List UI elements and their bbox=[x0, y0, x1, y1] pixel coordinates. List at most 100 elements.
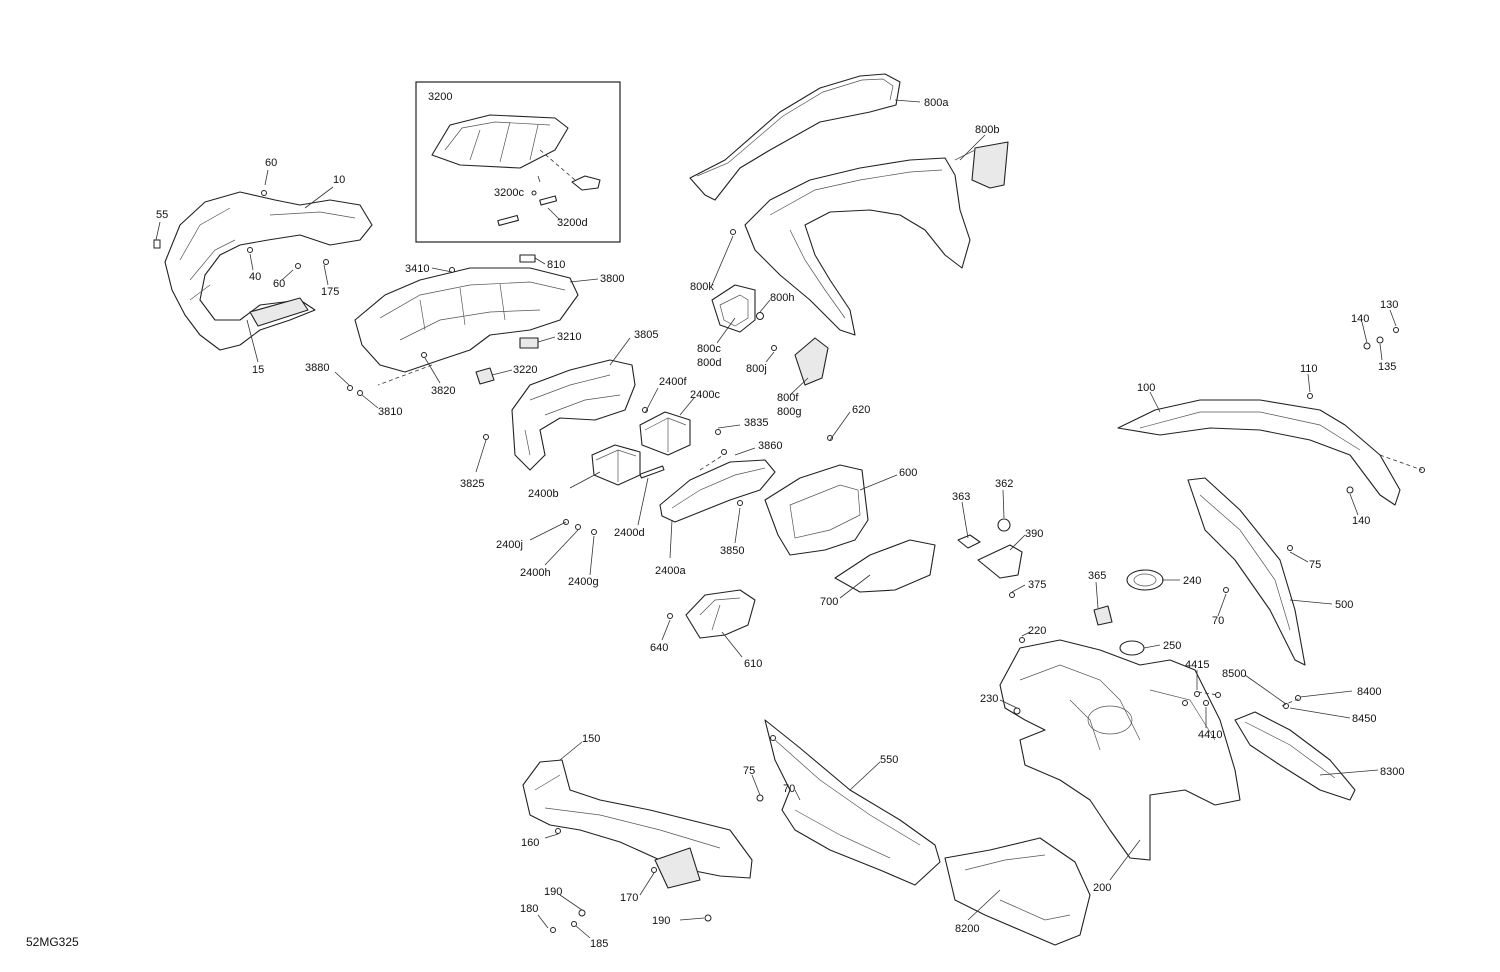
callout-2400f: 2400f bbox=[659, 376, 687, 388]
callout-800f: 800f bbox=[777, 392, 799, 404]
callout-3220: 3220 bbox=[513, 364, 537, 376]
callout-700: 700 bbox=[820, 596, 838, 608]
part-610-mount bbox=[685, 589, 756, 639]
callout-800c: 800c bbox=[697, 343, 721, 355]
callout-190-upper: 190 bbox=[544, 886, 562, 898]
callout-3820: 3820 bbox=[431, 385, 455, 397]
callout-3825: 3825 bbox=[460, 478, 484, 490]
callout-40: 40 bbox=[249, 271, 261, 283]
part-2400a-bracket bbox=[659, 459, 776, 523]
part-10-side-panel bbox=[153, 191, 373, 351]
part-365-button bbox=[1093, 605, 1113, 626]
callout-240: 240 bbox=[1183, 575, 1201, 587]
callout-3200d: 3200d bbox=[557, 217, 588, 229]
callout-3835: 3835 bbox=[744, 417, 768, 429]
callout-100: 100 bbox=[1137, 382, 1155, 394]
part-800a-windshield bbox=[689, 73, 901, 201]
callout-810: 810 bbox=[547, 259, 565, 271]
callout-2400h: 2400h bbox=[520, 567, 551, 579]
part-700-lower-cover bbox=[834, 539, 936, 593]
callout-230: 230 bbox=[980, 693, 998, 705]
callout-70-right: 70 bbox=[1212, 615, 1224, 627]
callout-110: 110 bbox=[1300, 363, 1318, 375]
callout-15: 15 bbox=[252, 364, 264, 376]
callout-2400g: 2400g bbox=[568, 576, 599, 588]
callout-620: 620 bbox=[852, 404, 870, 416]
callout-3200c: 3200c bbox=[494, 187, 524, 199]
callout-3860: 3860 bbox=[758, 440, 782, 452]
callout-8300: 8300 bbox=[1380, 766, 1404, 778]
callout-190-lower: 190 bbox=[652, 915, 670, 927]
callout-4410: 4410 bbox=[1198, 729, 1222, 741]
callout-55: 55 bbox=[156, 209, 168, 221]
callout-140-lower: 140 bbox=[1352, 515, 1370, 527]
part-8200-lower-panel bbox=[944, 837, 1091, 946]
callout-170: 170 bbox=[620, 892, 638, 904]
inset-3200-box bbox=[415, 81, 621, 243]
callout-362: 362 bbox=[995, 478, 1013, 490]
callout-180: 180 bbox=[520, 903, 538, 915]
callout-labels: 800a 800b 3200 3200c 3200d 60 10 55 40 6… bbox=[156, 91, 1404, 950]
part-800c-bracket bbox=[711, 284, 756, 333]
part-240-cap bbox=[1126, 569, 1164, 591]
drawing-number: 52MG325 bbox=[26, 935, 79, 949]
callout-800h: 800h bbox=[770, 292, 794, 304]
callout-2400c: 2400c bbox=[690, 389, 720, 401]
callout-75-center: 75 bbox=[743, 765, 755, 777]
callout-8450: 8450 bbox=[1352, 713, 1376, 725]
callout-8400: 8400 bbox=[1357, 686, 1381, 698]
callout-500: 500 bbox=[1335, 599, 1353, 611]
part-800b-upper-fairing bbox=[744, 141, 1009, 336]
callout-130: 130 bbox=[1380, 299, 1398, 311]
callout-800b: 800b bbox=[975, 124, 999, 136]
callout-140-upper: 140 bbox=[1351, 313, 1369, 325]
part-2400b-module bbox=[591, 444, 641, 486]
callout-550: 550 bbox=[880, 754, 898, 766]
callout-800d: 800d bbox=[697, 357, 721, 369]
callout-800g: 800g bbox=[777, 406, 801, 418]
part-390-grip bbox=[977, 544, 1023, 579]
callout-2400d: 2400d bbox=[614, 527, 645, 539]
part-600-instrument-bezel bbox=[764, 464, 869, 556]
part-550-side-panel bbox=[764, 719, 941, 886]
callout-250: 250 bbox=[1163, 640, 1181, 652]
callout-3805: 3805 bbox=[634, 329, 658, 341]
callout-220: 220 bbox=[1028, 625, 1046, 637]
callout-70-center: 70 bbox=[783, 783, 795, 795]
part-362-washer bbox=[997, 518, 1011, 532]
part-800f-reflector bbox=[794, 337, 829, 386]
callout-800k: 800k bbox=[690, 281, 714, 293]
callout-3880: 3880 bbox=[305, 362, 329, 374]
callout-2400a: 2400a bbox=[655, 565, 686, 577]
callout-365: 365 bbox=[1088, 570, 1106, 582]
part-150-lower-panel bbox=[522, 759, 753, 889]
callout-160: 160 bbox=[521, 837, 539, 849]
callout-610: 610 bbox=[744, 658, 762, 670]
callout-800a: 800a bbox=[924, 97, 949, 109]
callout-8200: 8200 bbox=[955, 923, 979, 935]
part-2400d-strip bbox=[639, 465, 665, 479]
callout-4415: 4415 bbox=[1185, 659, 1209, 671]
callout-200: 200 bbox=[1093, 882, 1111, 894]
callout-3210: 3210 bbox=[557, 331, 581, 343]
callout-3850: 3850 bbox=[720, 545, 744, 557]
callout-75-right: 75 bbox=[1309, 559, 1321, 571]
callout-8500: 8500 bbox=[1222, 668, 1246, 680]
callout-640: 640 bbox=[650, 642, 668, 654]
callout-2400b: 2400b bbox=[528, 488, 559, 500]
callout-600: 600 bbox=[899, 467, 917, 479]
leader-lines bbox=[155, 99, 1423, 939]
callout-390: 390 bbox=[1025, 528, 1043, 540]
part-363-clip bbox=[957, 534, 981, 549]
callout-3810: 3810 bbox=[378, 406, 402, 418]
part-100-rear-rail bbox=[1117, 399, 1401, 506]
callout-3200: 3200 bbox=[428, 91, 452, 103]
part-200-center-body bbox=[999, 639, 1241, 861]
callout-60-upper: 60 bbox=[265, 157, 277, 169]
callout-800j: 800j bbox=[746, 363, 767, 375]
part-500-side-skirt bbox=[1187, 477, 1306, 666]
part-250-ring bbox=[1119, 640, 1145, 656]
callout-2400j: 2400j bbox=[496, 539, 523, 551]
part-3805-console-frame bbox=[511, 359, 636, 471]
